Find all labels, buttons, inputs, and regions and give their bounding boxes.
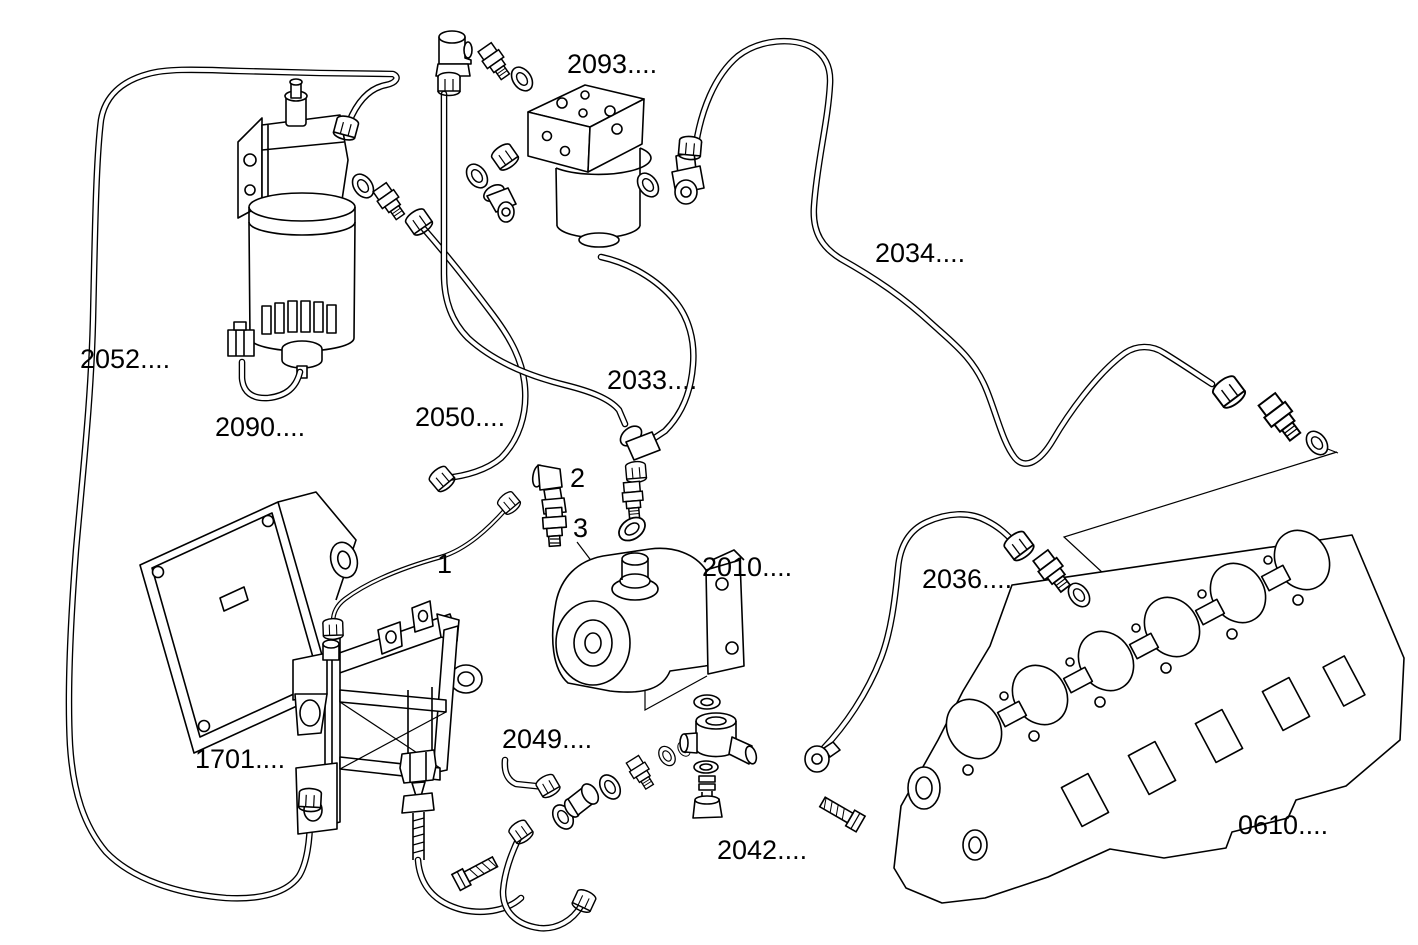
rocker-pedestals <box>996 564 1292 728</box>
cam-bores <box>945 529 1331 760</box>
callout-numbers: 1 2 3 <box>437 463 588 579</box>
washer-2033 <box>613 511 651 547</box>
part-label-2093: 2093.... <box>567 49 657 79</box>
pipe-callout-1 <box>330 506 509 625</box>
union-fitting <box>370 180 410 224</box>
seal-washer <box>461 159 493 193</box>
callout-3: 3 <box>573 513 588 543</box>
seal-washer <box>632 168 664 202</box>
part-label-2042: 2042.... <box>717 835 807 865</box>
banjo-bolt-2042 <box>451 853 500 892</box>
union-2034 <box>1255 390 1307 446</box>
banjo-ring-2036 <box>804 741 841 773</box>
part-label-1701: 1701.... <box>195 744 285 774</box>
nipple-union-callout-3 <box>541 506 568 548</box>
pipe1-upper-nut <box>494 488 524 518</box>
callout-2: 2 <box>570 463 585 493</box>
union-fitting <box>624 753 658 793</box>
pipe-2052 <box>65 66 400 902</box>
washer-2034 <box>1301 426 1333 460</box>
l-pipe-nut <box>533 771 563 801</box>
part-label-2010: 2010.... <box>702 552 792 582</box>
pipe-2033 <box>597 253 697 445</box>
cylinder-head <box>893 529 1405 904</box>
top-elbow-nut <box>437 71 461 97</box>
filter-ribs <box>261 300 337 335</box>
part-label-2090: 2090.... <box>215 412 305 442</box>
top-elbow-fitting <box>435 30 473 77</box>
head-bolt-holes <box>962 555 1304 776</box>
fuel-pre-filter-2093 <box>527 84 652 248</box>
spacer-bush <box>563 783 600 818</box>
pipe-2049-l <box>501 756 549 791</box>
callout-1: 1 <box>437 549 452 579</box>
elbow-2033 <box>619 425 661 461</box>
part-label-2036: 2036.... <box>922 564 1012 594</box>
u-pipe-nut <box>506 817 536 847</box>
part-label-0610: 0610.... <box>1238 810 1328 840</box>
pump-bracket <box>292 600 483 860</box>
pipe-from-top-elbow <box>440 90 629 428</box>
elbow-fitting-left-of-filter <box>483 184 517 223</box>
pipe-nut <box>488 140 522 174</box>
seal-washer <box>654 742 680 770</box>
bracket-banjo-bolt <box>401 792 435 860</box>
pipe-2049-u <box>499 830 585 932</box>
pipe-2034 <box>692 37 1216 467</box>
pipe-2034-end-nut <box>1209 372 1249 412</box>
pipe-2036 <box>819 511 1017 753</box>
seal-washer <box>506 62 538 96</box>
seal-washer <box>347 169 379 203</box>
union-2033 <box>620 480 646 520</box>
part-label-2033: 2033.... <box>607 365 697 395</box>
pipe1-lower-nut <box>322 617 344 641</box>
side-ports <box>1060 655 1366 828</box>
banjo-elbow-2034-start <box>671 151 705 205</box>
part-label-2050: 2050.... <box>415 402 505 432</box>
elbow-union-callout-2 <box>531 464 567 515</box>
pipe-2050 <box>420 225 529 482</box>
water-sensor-connector <box>227 321 255 357</box>
banjo-bolt-2042 <box>817 793 866 833</box>
injection-pump <box>551 547 745 693</box>
part-label-2052: 2052.... <box>80 344 170 374</box>
fuel-filter-water-separator <box>227 78 361 402</box>
tee-banjo-bolt <box>692 775 723 819</box>
union-fitting <box>475 40 515 84</box>
part-label-2049: 2049.... <box>502 724 592 754</box>
nut-2033 <box>624 460 648 484</box>
part-labels: 2093.... 2034.... 2052.... 2090.... 2050… <box>80 49 1328 865</box>
seal-washer <box>594 770 626 804</box>
pipe-2050-end-nut <box>426 463 458 495</box>
part-label-2034: 2034.... <box>875 238 965 268</box>
tee-fitting <box>679 694 758 774</box>
